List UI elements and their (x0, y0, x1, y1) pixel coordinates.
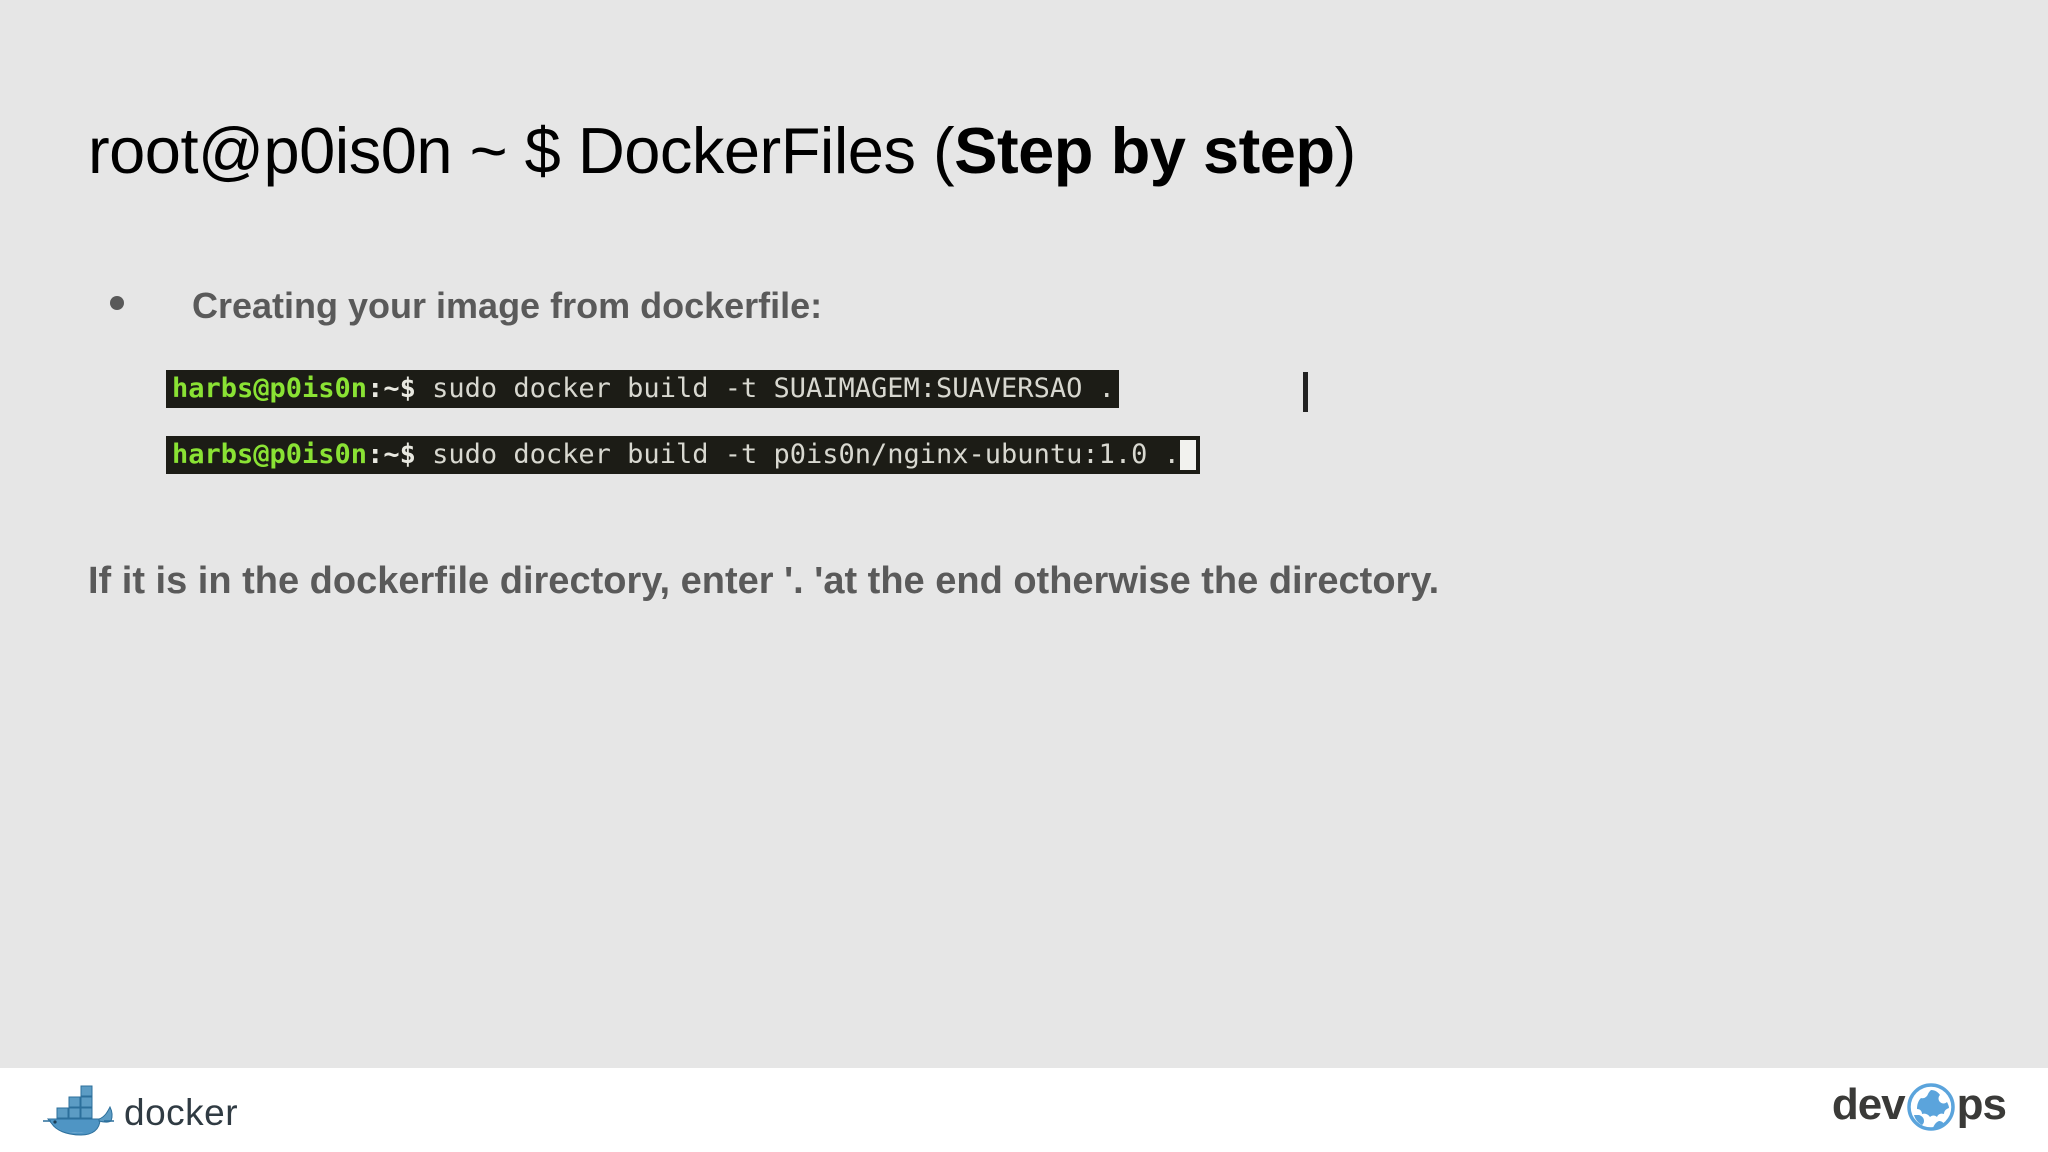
devops-wordmark-prefix: dev (1831, 1080, 1906, 1129)
docker-logo: docker (42, 1082, 238, 1143)
terminal-prompt-user-2: harbs@p0is0n (172, 439, 368, 470)
devops-wordmark-suffix: ps (1956, 1080, 2007, 1129)
devops-logo: dev ps (1831, 1080, 2007, 1132)
docker-wordmark: docker (124, 1091, 239, 1133)
terminal-command-2: sudo docker build -t p0is0n/nginx-ubuntu… (415, 439, 1180, 470)
terminal-line-1: harbs@p0is0n:~$ sudo docker build -t SUA… (166, 370, 1119, 408)
note-paragraph: If it is in the dockerfile directory, en… (88, 560, 1440, 602)
page-title-suffix: ) (1334, 114, 1357, 187)
terminal-prompt-user-1: harbs@p0is0n (172, 373, 368, 404)
terminal-prompt-path-2: :~$ (367, 439, 416, 470)
bullet-dot-icon (110, 296, 124, 310)
bullet-item-label: Creating your image from dockerfile: (192, 285, 823, 326)
block-cursor-icon (1179, 440, 1196, 470)
page-title: root@p0is0n ~ $ DockerFiles (Step by ste… (88, 112, 1356, 190)
docker-whale-icon (42, 1082, 120, 1143)
terminal-command-1: sudo docker build -t SUAIMAGEM:SUAVERSAO… (415, 373, 1115, 404)
page-title-emphasis: Step by step (954, 114, 1335, 187)
footer-bar (0, 1068, 2048, 1152)
bullet-list-item: Creating your image from dockerfile: (110, 285, 822, 327)
text-cursor-icon (1303, 372, 1308, 412)
terminal-prompt-path-1: :~$ (367, 373, 416, 404)
terminal-line-2: harbs@p0is0n:~$ sudo docker build -t p0i… (166, 436, 1200, 474)
globe-icon (1906, 1082, 1956, 1132)
page-title-prefix: root@p0is0n ~ $ DockerFiles ( (88, 114, 955, 187)
